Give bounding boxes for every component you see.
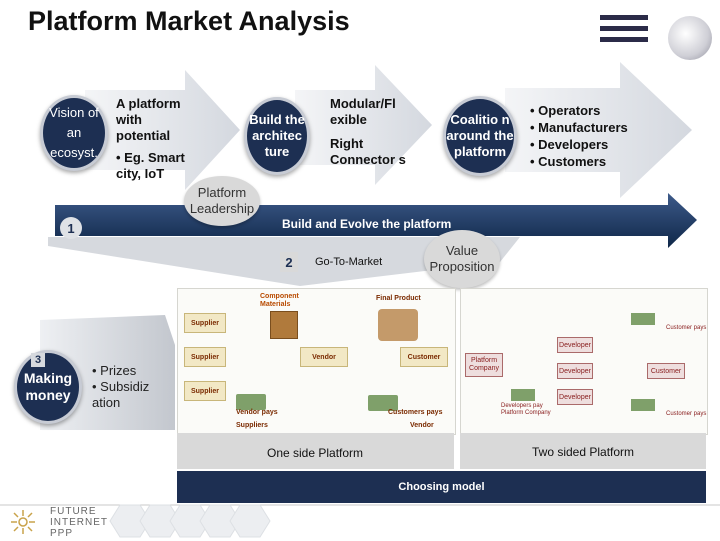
logo-line: FUTURE: [50, 506, 97, 517]
platform-leadership-label: Platform Leadership: [189, 185, 255, 216]
coalition-circle: Coalitio n around the platform: [443, 96, 517, 176]
logo-line: INTERNET: [50, 517, 108, 528]
customer-box: Customer: [400, 347, 448, 367]
one-side-diagram: Component Materials Final Product Suppli…: [177, 288, 456, 435]
logo-bars: [600, 15, 648, 51]
customer-pays-label: Customer pays: [666, 411, 707, 417]
modular-line: Modular/Fl exible: [330, 96, 396, 127]
platform-potential-line: A platform with potential: [116, 96, 181, 143]
vendor-pays-label: Vendor pays: [236, 409, 278, 416]
company-label: Company: [469, 365, 499, 372]
making-money-label: Making money: [23, 370, 73, 403]
developers-pay-label: Developers pay Platform Company: [501, 403, 551, 416]
money-items: • Prizes • Subsidiz ation: [92, 363, 164, 411]
list-item: • Customers: [530, 154, 607, 169]
vendor-box: Vendor: [300, 347, 348, 367]
choosing-model-label: Choosing model: [398, 481, 485, 493]
value-proposition-circle: Value Proposition: [424, 230, 500, 288]
choosing-model-bar: Choosing model: [177, 471, 706, 503]
product-photo: [378, 309, 418, 341]
customers-pays-label: Customers pays: [388, 409, 443, 416]
value-proposition-label: Value Proposition: [429, 243, 495, 274]
money-icon: [631, 399, 655, 411]
vision-text: Vision of an ecosyst.: [49, 105, 99, 160]
customer-pays-label: Customer pays: [666, 325, 707, 331]
list-item: • Manufacturers: [530, 120, 628, 135]
page-title: Platform Market Analysis: [28, 6, 350, 36]
go-to-market-label: Go-To-Market: [315, 256, 383, 268]
chevron-arrow-1: [85, 70, 240, 190]
connectors-line: Right Connector s: [330, 136, 406, 167]
list-item: • Subsidiz ation: [92, 379, 150, 410]
developer-box: Developer: [557, 337, 593, 353]
chevron-arrow-3: [505, 62, 692, 198]
supplier-box: Supplier: [184, 381, 226, 401]
logo-emblem: [668, 16, 712, 60]
money-icon: [511, 389, 535, 401]
list-item: • Prizes: [92, 363, 137, 378]
build-architecture-text: Build the architec ture: [249, 112, 305, 159]
money-icon: [368, 395, 398, 411]
supplier-box: Supplier: [184, 313, 226, 333]
one-side-caption: One side Platform: [267, 446, 364, 460]
platform-leadership-circle: Platform Leadership: [184, 176, 260, 226]
step-number-3: 3: [31, 353, 45, 367]
list-item: • Developers: [530, 137, 609, 152]
customer-box: Customer: [647, 363, 685, 379]
build-evolve-text: Build and Evolve the platform: [282, 217, 452, 231]
suppliers-label: Suppliers: [236, 422, 268, 429]
step-number-2: 2: [280, 252, 298, 272]
platform-potential-text: A platform with potential • Eg. Smart ci…: [116, 96, 198, 182]
future-internet-logo-text: FUTURE INTERNET PPP: [50, 506, 108, 539]
future-internet-logo-icon: [8, 508, 38, 536]
final-product-label: Final Product: [376, 295, 421, 302]
vision-circle: Vision of an ecosyst.: [40, 95, 108, 171]
step-number-1: 1: [60, 217, 82, 239]
build-architecture-circle: Build the architec ture: [244, 97, 310, 175]
chevron-arrow-2: [295, 65, 432, 185]
making-money-circle: Making money: [14, 350, 82, 424]
developer-box: Developer: [557, 363, 593, 379]
smart-city-bullet: • Eg. Smart city, IoT: [116, 150, 185, 181]
materials-icon: [270, 311, 298, 339]
logo-line: PPP: [50, 528, 74, 539]
platform-label: Platform: [470, 357, 498, 364]
two-sided-caption-box: Two sided Platform: [460, 433, 706, 469]
money-icon: [631, 313, 655, 325]
one-side-caption-box: One side Platform: [177, 433, 454, 469]
coalition-text: Coalitio n around the platform: [446, 112, 514, 159]
money-icon: [236, 394, 266, 410]
component-materials-label: Component Materials: [260, 293, 299, 308]
two-sided-caption: Two sided Platform: [532, 445, 635, 459]
modular-text: Modular/Fl exible Right Connector s: [330, 96, 410, 168]
vendor-label: Vendor: [410, 422, 434, 429]
developer-box: Developer: [557, 389, 593, 405]
supplier-box: Supplier: [184, 347, 226, 367]
list-item: • Operators: [530, 103, 601, 118]
stakeholder-list: • Operators • Manufacturers • Developers…: [530, 102, 628, 170]
